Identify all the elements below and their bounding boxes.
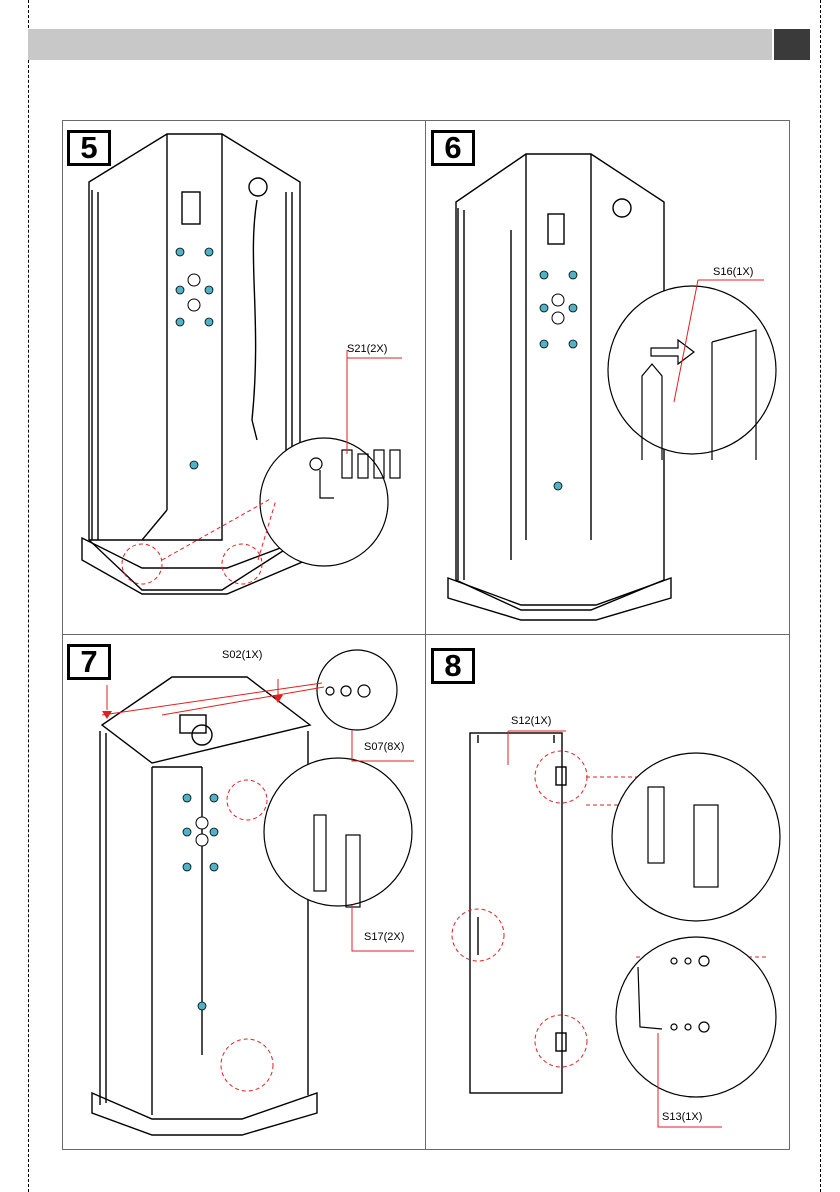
part-label-s21: S21(2X) <box>347 343 387 355</box>
step-7-illustration <box>62 635 425 1150</box>
left-trim-line <box>28 0 29 1192</box>
part-label-s07: S07(8X) <box>364 741 404 753</box>
part-label-s12: S12(1X) <box>511 715 551 727</box>
header-bar <box>28 29 772 60</box>
step-5-illustration <box>62 120 425 634</box>
step-panel-6: 6 S16(1X) <box>426 120 790 634</box>
right-trim-line <box>820 0 821 1192</box>
page-tab <box>774 29 810 60</box>
step-8-illustration <box>426 635 790 1150</box>
part-label-s02: S02(1X) <box>222 649 262 661</box>
step-panel-5: 5 <box>62 120 425 634</box>
step-6-illustration <box>426 120 790 634</box>
part-label-s17: S17(2X) <box>364 931 404 943</box>
step-panel-8: 8 S12(1X) S13(1X) <box>426 635 790 1150</box>
part-label-s16: S16(1X) <box>713 266 753 278</box>
part-label-s13: S13(1X) <box>662 1111 702 1123</box>
step-panel-7: 7 <box>62 635 425 1150</box>
